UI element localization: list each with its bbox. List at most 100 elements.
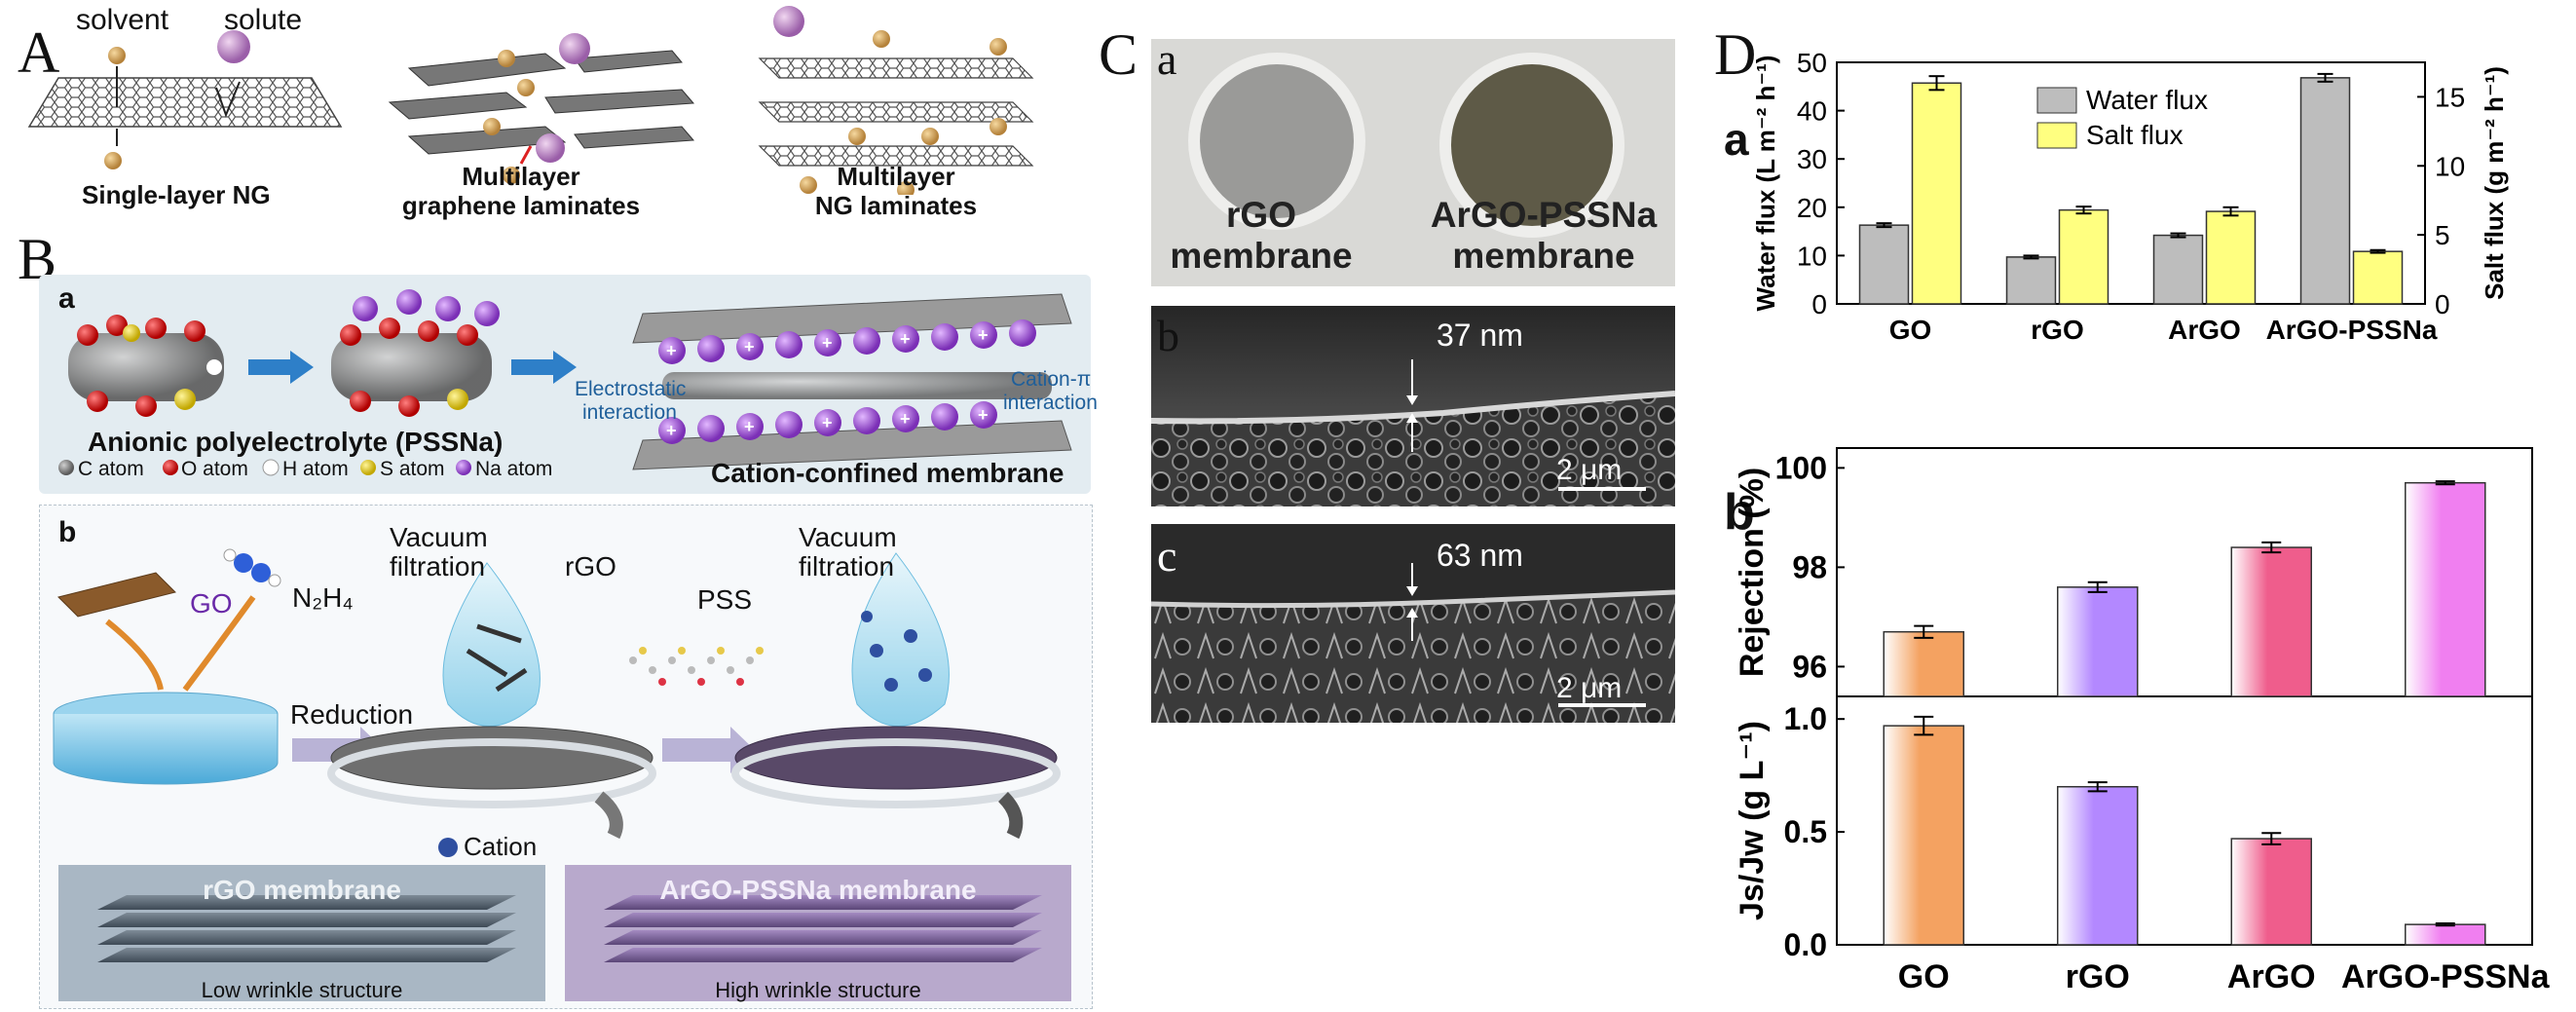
chart-a-ytick-right-label: 0 [2435,289,2450,319]
panel-a-label: A [18,20,60,85]
pssna-illustration: + + + + + + + + + + [58,289,1072,476]
n2h4-label: N₂H₄ [292,582,354,613]
svg-text:+: + [666,421,677,440]
legend-water-label: Water flux [2086,85,2208,115]
chart-b-ylabel: Rejection (%) [1734,468,1771,677]
caption-single-layer: Single-layer NG [82,180,271,209]
svg-text:+: + [900,329,911,349]
caption-multilayer-ng-1: Multilayer [837,162,955,191]
svg-text:+: + [978,325,989,345]
electrostatic-label-2: interaction [582,401,677,424]
legend-na-atom: Na atom [475,458,553,480]
bar-salt-flux [2058,208,2109,305]
panel-b-a-label: a [58,282,75,315]
svg-text:+: + [822,413,833,432]
panel-d-b-label: b [1724,484,1755,541]
high-wrinkle-caption: High wrinkle structure [715,978,921,1002]
chart-c-frame [1836,695,2533,946]
caption-multilayer-graphene-2: graphene laminates [401,191,641,220]
legend-h-atom: H atom [282,458,349,480]
bar-salt-flux [1911,82,1962,305]
bar-rejection [2057,586,2139,697]
bar-water-flux [2299,77,2351,305]
bar-water-flux [2152,234,2204,305]
bar-salt-flux [2205,210,2257,305]
scale-bar-b: 2 μm [1556,454,1623,486]
chart-a-xtick-label: ArGO [2168,315,2241,345]
chart-a-ytick-label: 40 [1797,96,1827,127]
sem-image-b [1151,306,1675,506]
chart-a-ytick-label: 30 [1797,144,1827,174]
chart-a-ylabel-right: Salt flux (g m⁻² h⁻¹) [2480,66,2509,300]
fabrication-illustration [53,548,1071,1001]
argo-membrane-caption: ArGO-PSSNa membrane [659,875,977,905]
bar-rejection [2230,546,2312,697]
bar-js-jw [2405,923,2486,946]
chart-c-ytick-label: 0.5 [1784,814,1827,849]
bar-js-jw [1883,725,1964,946]
go-label: GO [190,588,233,618]
argo-photo-label-2: membrane [1452,236,1635,276]
rgo-membrane-caption: rGO membrane [203,875,401,905]
chart-a-ytick-label: 0 [1811,289,1827,319]
svg-text:+: + [822,333,833,353]
thickness-c: 63 nm [1437,538,1523,573]
svg-text:+: + [978,405,989,425]
panel-c-b-label: b [1157,311,1179,360]
svg-text:+: + [900,409,911,429]
confined-membrane-caption: Cation-confined membrane [711,458,1064,488]
chart-c-ytick-label: 0.0 [1784,927,1827,962]
svg-text:+: + [744,417,755,436]
legend-salt-label: Salt flux [2086,120,2184,150]
caption-multilayer-graphene-1: Multilayer [462,162,580,191]
legend-salt-swatch [2036,122,2077,149]
svg-text:+: + [744,337,755,356]
low-wrinkle-caption: Low wrinkle structure [201,978,403,1002]
panel-c-c-label: c [1157,531,1177,581]
chart-bc-xtick-label: ArGO-PSSNa [2341,958,2551,995]
chart-a-ytick-label: 20 [1797,193,1827,223]
legend-s-atom: S atom [380,458,445,480]
svg-text:+: + [666,341,677,360]
rgo-membrane-disc [1200,64,1354,218]
scale-bar-c: 2 μm [1556,672,1623,704]
argo-membrane-disc [1451,64,1613,226]
bar-water-flux [2005,256,2057,305]
chart-a-xtick-label: rGO [2031,315,2083,345]
pssna-caption: Anionic polyelectrolyte (PSSNa) [88,427,504,457]
chart-b-ytick-label: 100 [1775,450,1827,485]
chart-c-ylabel: Js/Jw (g L⁻¹) [1734,721,1771,920]
vacuum-label-1a: Vacuum [390,522,488,552]
chart-b-ytick-label: 96 [1792,649,1827,684]
panel-c-a-label: a [1157,34,1177,84]
chart-c-ytick-label: 1.0 [1784,701,1827,736]
chart-a-xtick-label: ArGO-PSSNa [2266,315,2438,345]
bar-js-jw [2230,838,2312,946]
vacuum-label-1b: filtration [390,551,486,581]
panel-d-label: D [1714,22,1757,87]
rgo-photo-label-1: rGO [1226,195,1296,235]
chart-a-ytick-right-label: 10 [2435,151,2465,181]
graphene-sheets-illustration [27,6,1034,195]
legend-water-swatch [2036,87,2077,114]
panel-d-a-label: a [1724,114,1749,165]
bar-water-flux [1858,224,1910,305]
legend-c-atom: C atom [78,458,144,480]
chart-bc-xtick-label: ArGO [2227,958,2316,995]
bar-rejection [1883,630,1964,697]
chart-b-ytick-label: 98 [1792,549,1827,584]
electrostatic-label-1: Electrostatic [575,378,687,400]
argo-photo-label-1: ArGO-PSSNa [1430,195,1658,235]
chart-bc-xtick-label: rGO [2066,958,2130,995]
vacuum-label-2a: Vacuum [799,522,897,552]
thickness-b: 37 nm [1437,318,1523,353]
chart-a-xtick-label: GO [1889,315,1932,345]
chart-a-ytick-right-label: 15 [2435,82,2465,112]
chart-a-ytick-right-label: 5 [2435,220,2450,250]
vacuum-label-2b: filtration [799,551,895,581]
bar-salt-flux [2352,250,2404,305]
solvent-label: solvent [76,4,169,36]
bar-rejection [2405,481,2486,697]
chart-a-ylabel: Water flux (L m⁻² h⁻¹) [1751,56,1780,312]
